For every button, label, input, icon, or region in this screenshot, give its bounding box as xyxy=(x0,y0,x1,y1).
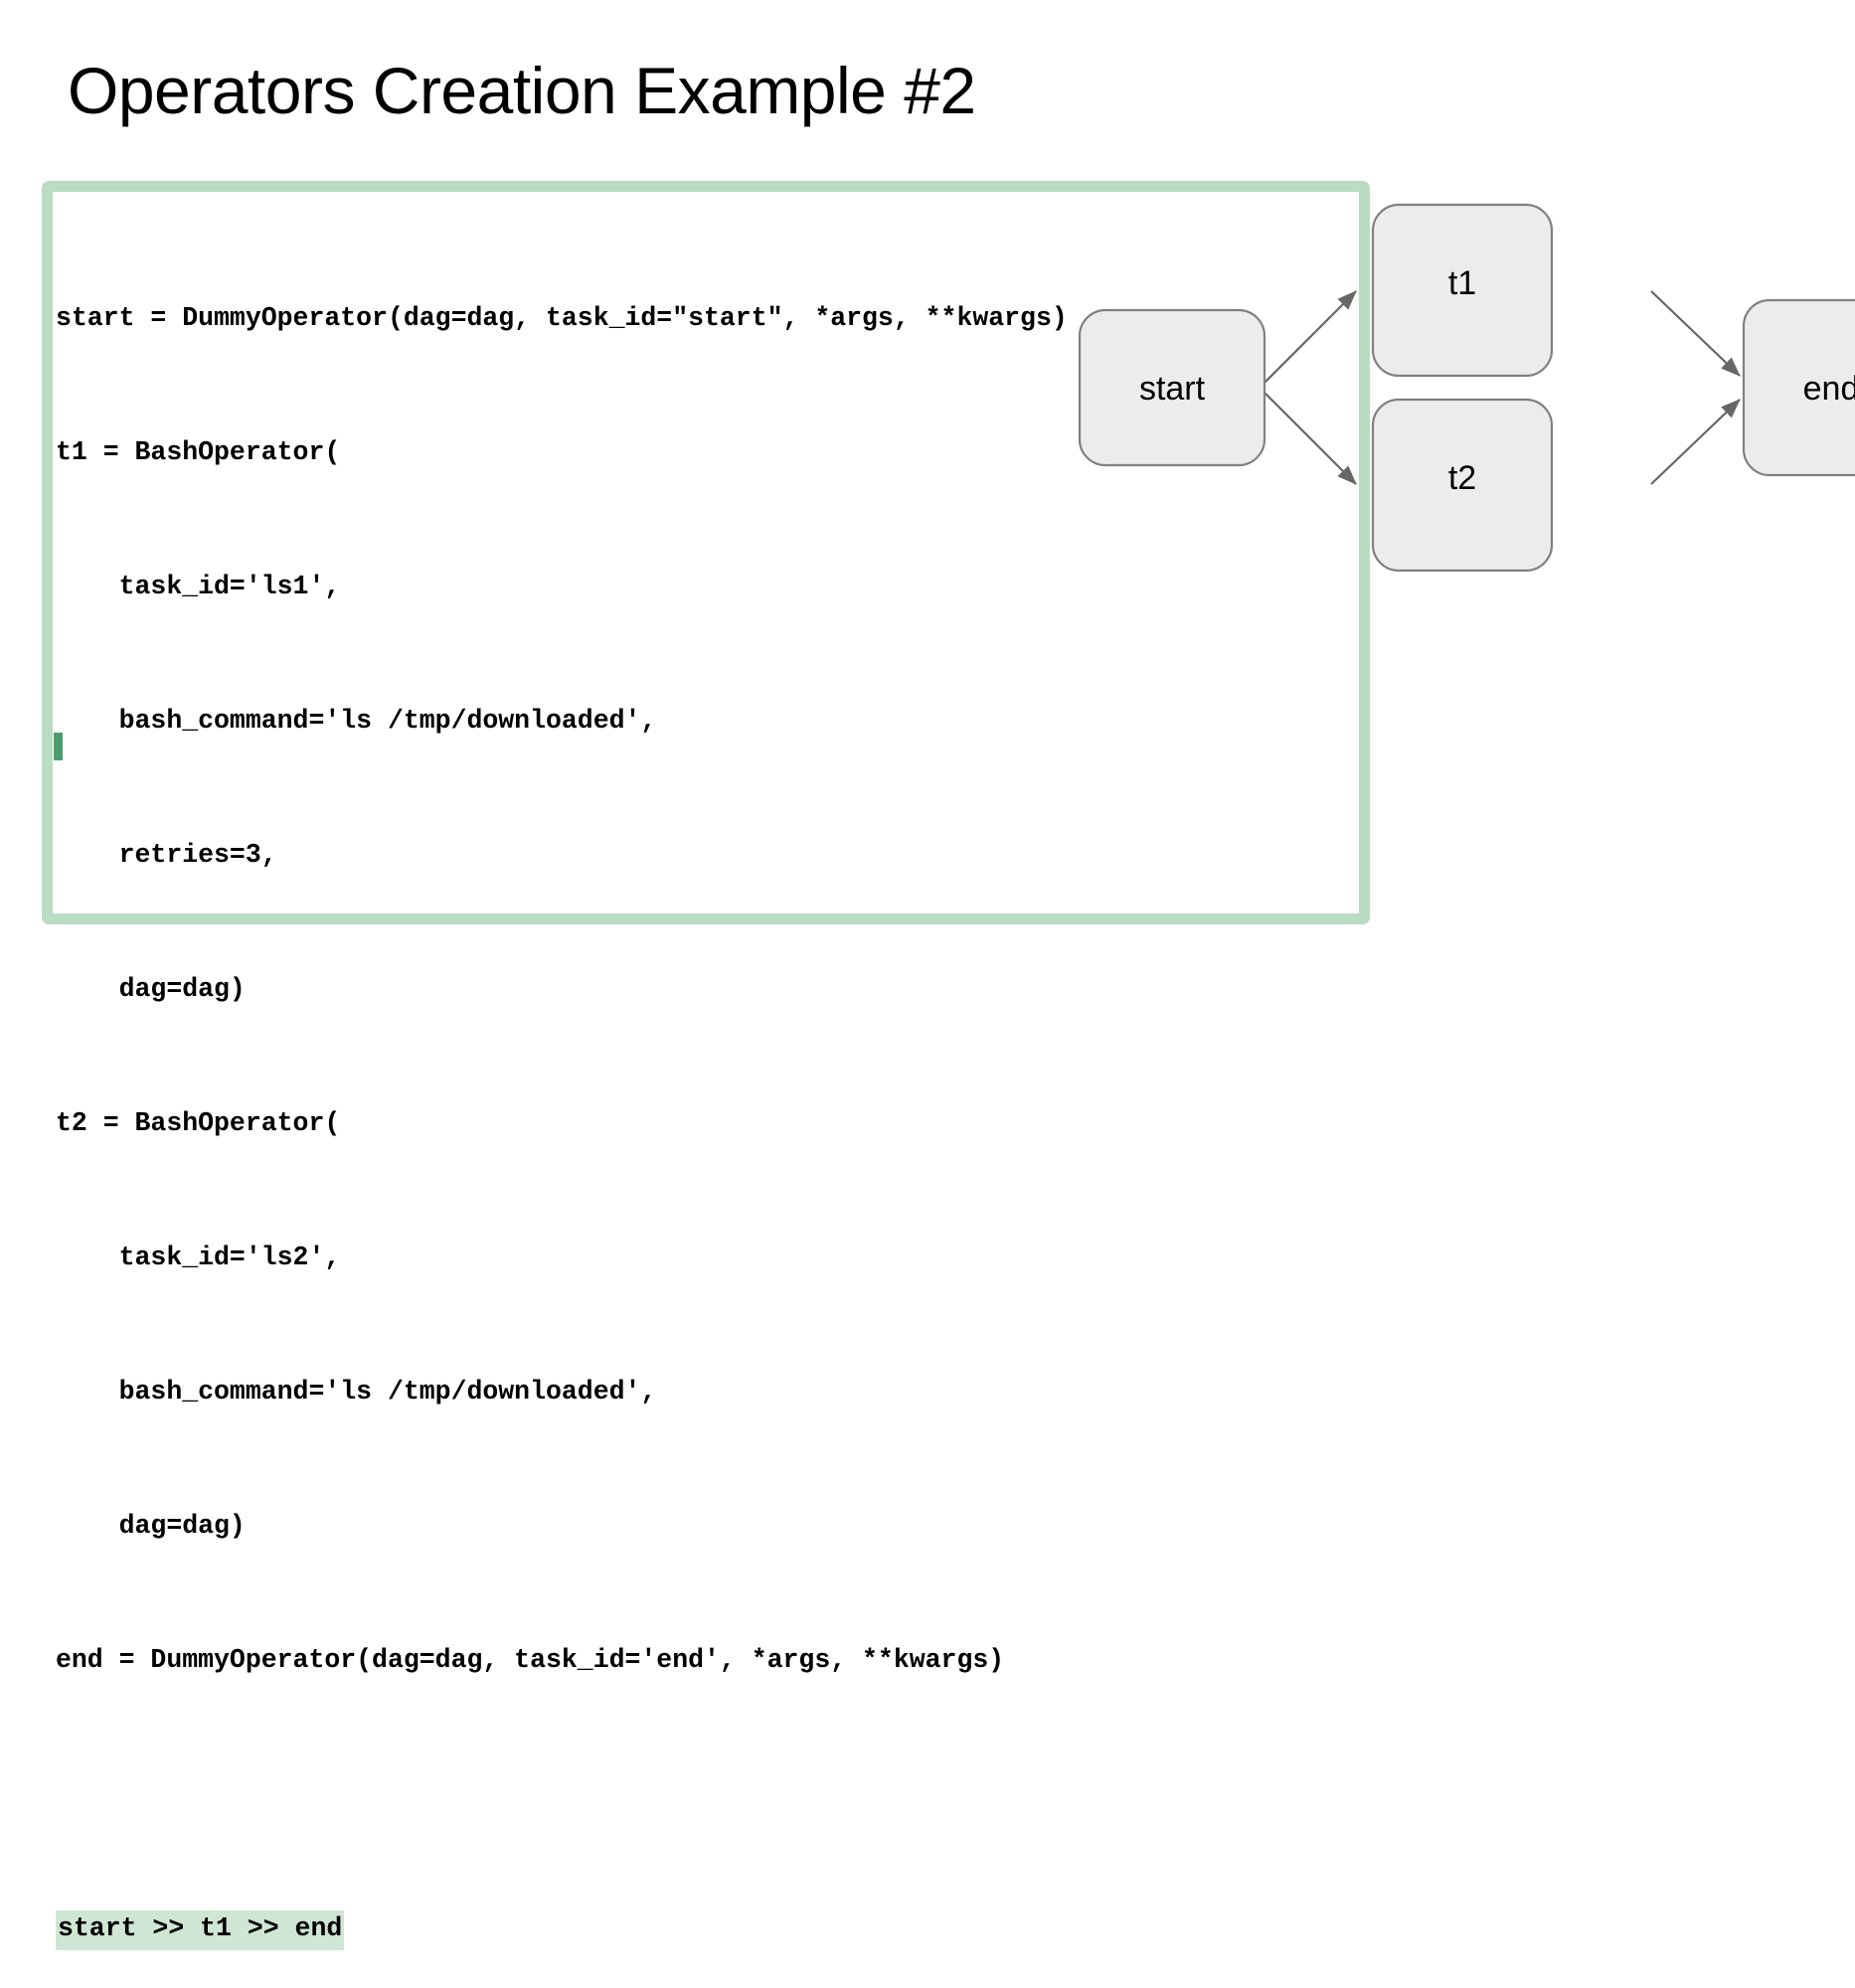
code-line: dag=dag) xyxy=(56,1511,246,1541)
code-line: task_id='ls2', xyxy=(56,1242,341,1272)
code-block-frame xyxy=(42,181,1370,924)
edge-start-to-t2 xyxy=(1264,392,1357,485)
dag-node-t2[interactable]: t2 xyxy=(1371,398,1554,573)
dag-node-t2-label: t2 xyxy=(1448,459,1476,497)
code-line: t1 = BashOperator( xyxy=(56,437,341,467)
code-line: bash_command='ls /tmp/downloaded', xyxy=(56,706,657,736)
text-cursor-marker xyxy=(54,733,63,760)
code-line: bash_command='ls /tmp/downloaded', xyxy=(56,1377,657,1407)
dag-node-t1[interactable]: t1 xyxy=(1371,203,1554,378)
dag-diagram: start t1 t2 end xyxy=(1074,189,1855,656)
code-line-blank xyxy=(56,1772,1338,1817)
dag-node-end[interactable]: end xyxy=(1742,298,1855,477)
dag-node-start-label: start xyxy=(1139,370,1206,408)
page-title: Operators Creation Example #2 xyxy=(68,54,976,127)
dag-node-end-label: end xyxy=(1803,370,1855,408)
dag-edges xyxy=(1264,290,1741,485)
code-line: dag=dag) xyxy=(56,974,246,1004)
code-line: retries=3, xyxy=(56,840,277,870)
edge-t1-to-end xyxy=(1650,290,1741,377)
code-line: task_id='ls1', xyxy=(56,572,341,601)
code-line: t2 = BashOperator( xyxy=(56,1108,341,1138)
code-line-highlighted: start >> t1 >> end xyxy=(56,1906,1338,1951)
code-line: end = DummyOperator(dag=dag, task_id='en… xyxy=(56,1645,1005,1675)
edge-t2-to-end xyxy=(1650,399,1741,485)
dag-node-start[interactable]: start xyxy=(1078,308,1266,467)
code-line: start = DummyOperator(dag=dag, task_id="… xyxy=(56,303,1068,333)
edge-start-to-t1 xyxy=(1264,290,1357,384)
dag-node-t1-label: t1 xyxy=(1448,264,1476,302)
